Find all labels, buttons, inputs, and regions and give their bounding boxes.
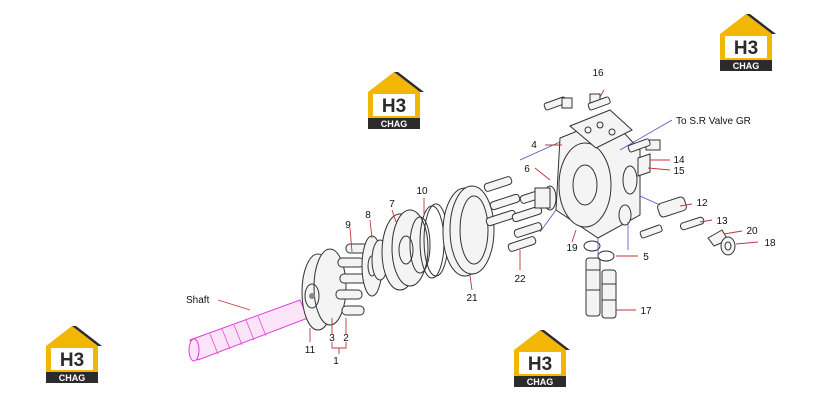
plug-6 [534,185,557,211]
swash-plate [381,209,431,291]
label-17: 17 [640,306,652,317]
logo-bottom-left: H3 CHAG [46,326,102,383]
logo-letters: H3 [734,38,758,59]
label-12: 12 [696,198,708,209]
leader-lines [217,89,759,354]
oring-19 [583,240,601,252]
spool-12 [657,196,687,218]
label-11: 11 [305,345,316,356]
bolts-16 [543,93,663,239]
valve-housing [555,109,641,239]
label-8: 8 [365,210,371,221]
label-18: 18 [764,238,776,249]
label-9: 9 [345,220,351,231]
label-15: 15 [673,166,685,177]
label-3: 3 [329,333,335,344]
ring-21 [442,185,495,277]
relief-valve-17-right [601,269,617,319]
logo-top-center: H3 CHAG [368,72,424,129]
cylinder-block [301,248,347,331]
label-4: 4 [531,140,537,151]
callout-labels: 1 2 3 4 5 6 7 8 9 10 11 12 13 14 15 16 1… [186,68,776,367]
label-10: 10 [416,186,428,197]
logo-caption: CHAG [381,119,408,129]
relief-valve-17-left [585,257,601,317]
label-7: 7 [389,199,395,210]
logo-bottom-center: H3 CHAG [514,330,570,387]
logo-letters: H3 [382,96,406,117]
label-22: 22 [514,274,526,285]
label-21: 21 [466,293,478,304]
springs-group [483,176,549,252]
label-5: 5 [643,252,649,263]
label-13: 13 [716,216,728,227]
label-shaft: Shaft [186,295,210,306]
logo-caption: CHAG [527,377,554,387]
pistons-group [335,243,369,316]
label-6: 6 [524,164,530,175]
label-1: 1 [333,356,339,367]
logo-letters: H3 [528,354,552,375]
spring-13 [679,216,705,231]
plate-14-15 [637,153,651,177]
oring-5 [597,250,615,262]
label-14: 14 [673,155,685,166]
label-2: 2 [343,333,349,344]
cap-18 [720,236,736,256]
label-19: 19 [566,243,578,254]
logo-caption: CHAG [59,373,86,383]
label-16: 16 [592,68,604,79]
label-to-valve: To S.R Valve GR [676,116,751,127]
label-20: 20 [746,226,758,237]
logo-caption: CHAG [733,61,760,71]
logo-letters: H3 [60,350,84,371]
logo-top-right: H3 CHAG [720,14,776,71]
